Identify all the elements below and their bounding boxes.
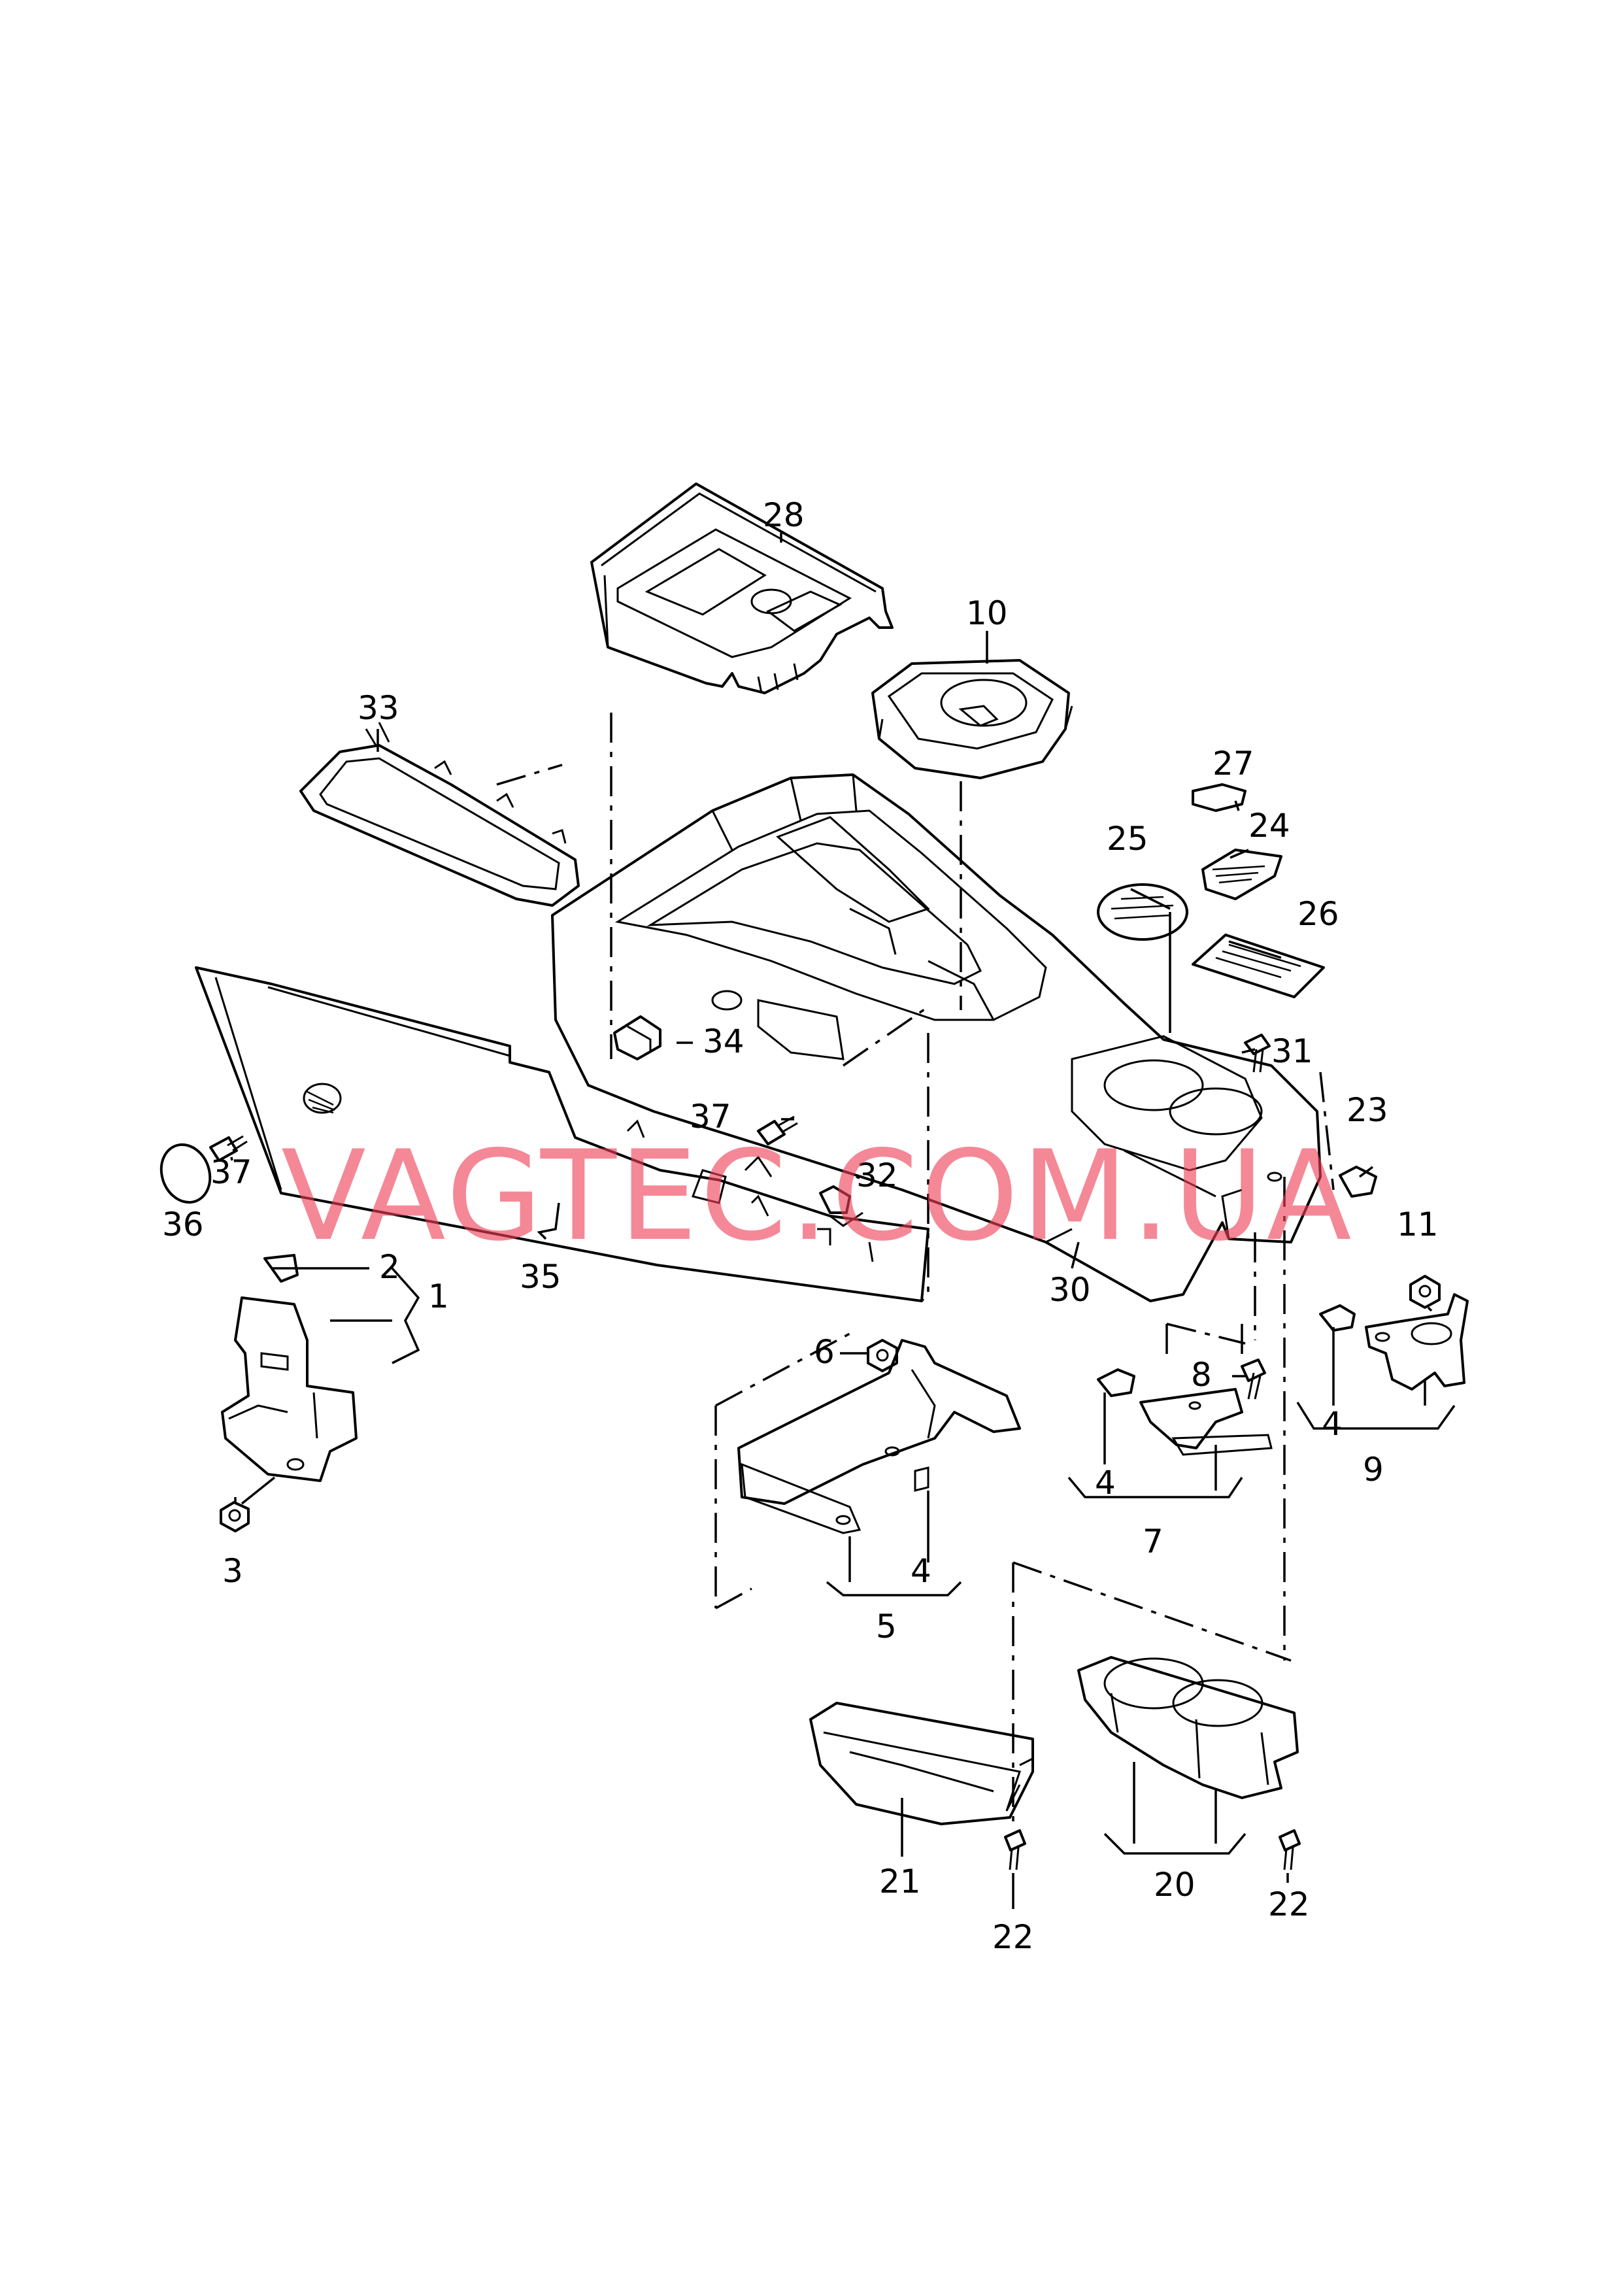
leader-lines xyxy=(230,533,1456,1909)
label-20: 20 xyxy=(1154,1866,1196,1904)
label-22-left: 22 xyxy=(992,1918,1034,1956)
label-10: 10 xyxy=(966,594,1008,632)
label-8: 8 xyxy=(1191,1356,1212,1394)
label-4-centre: 4 xyxy=(911,1552,931,1590)
label-27: 27 xyxy=(1213,745,1254,783)
assembly-dash-lines xyxy=(496,713,1335,1831)
label-24: 24 xyxy=(1248,807,1290,845)
part-22-screw-left xyxy=(1004,1829,1026,1870)
part-32-clip xyxy=(819,1185,851,1214)
part-7-bracket xyxy=(1139,1388,1273,1456)
label-6: 6 xyxy=(814,1333,835,1371)
part-27-clip xyxy=(1192,783,1247,812)
label-37-left: 37 xyxy=(210,1153,252,1191)
part-35-side-trim xyxy=(195,966,929,1302)
label-32: 32 xyxy=(856,1156,898,1194)
label-28: 28 xyxy=(763,496,805,534)
label-23: 23 xyxy=(1347,1091,1388,1129)
part-1-bracket xyxy=(221,1254,358,1482)
part-4-clip-c xyxy=(1319,1304,1356,1332)
part-4-clip-b xyxy=(1097,1368,1135,1397)
part-22-screw-right xyxy=(1279,1829,1301,1870)
callout-labels: 28 10 33 27 24 25 26 34 31 37 23 32 37 3… xyxy=(162,496,1439,1956)
label-7: 7 xyxy=(1143,1523,1163,1561)
watermark-text: VAGTEC.COM.UA xyxy=(281,1124,1354,1268)
label-4-right: 4 xyxy=(1095,1464,1116,1502)
label-1: 1 xyxy=(428,1277,449,1315)
label-9: 9 xyxy=(1363,1451,1384,1489)
part-3-nut-left xyxy=(220,1501,250,1532)
part-21-storage-tray xyxy=(809,1702,1034,1825)
part-6-nut xyxy=(867,1339,898,1372)
part-20-cup-holder xyxy=(1077,1656,1299,1799)
label-35: 35 xyxy=(520,1258,561,1296)
label-34: 34 xyxy=(703,1022,745,1060)
part-31-screw xyxy=(1244,1034,1271,1073)
part-34-clip xyxy=(613,1015,661,1060)
part-30-centre-console xyxy=(551,773,1322,1302)
label-33: 33 xyxy=(358,689,399,727)
part-36-cap xyxy=(159,1143,212,1204)
part-24-mat xyxy=(1201,849,1282,900)
part-28-trim-bezel xyxy=(590,482,894,694)
label-22-right: 22 xyxy=(1268,1885,1310,1923)
label-36: 36 xyxy=(162,1206,204,1243)
part-11-nut xyxy=(1409,1275,1441,1309)
part-5-mounting-bracket xyxy=(737,1339,1021,1534)
label-30: 30 xyxy=(1049,1271,1091,1309)
label-25: 25 xyxy=(1107,820,1148,858)
label-11: 11 xyxy=(1397,1206,1439,1243)
part-26-mat xyxy=(1192,934,1325,998)
label-26: 26 xyxy=(1297,895,1339,933)
label-5: 5 xyxy=(876,1608,897,1646)
part-8-screw xyxy=(1241,1359,1266,1400)
label-3: 3 xyxy=(222,1552,243,1590)
label-2: 2 xyxy=(379,1248,400,1286)
label-37-centre: 37 xyxy=(690,1098,731,1136)
part-10-boot-frame xyxy=(871,659,1073,779)
part-25-mat xyxy=(1097,883,1188,941)
label-21: 21 xyxy=(879,1863,921,1900)
label-31: 31 xyxy=(1271,1032,1313,1070)
part-37-screw-left xyxy=(209,1135,248,1162)
label-4-far-right: 4 xyxy=(1322,1405,1343,1443)
part-9-bracket xyxy=(1365,1293,1469,1391)
part-23-clip xyxy=(1339,1166,1377,1198)
part-33-frame xyxy=(299,722,580,907)
